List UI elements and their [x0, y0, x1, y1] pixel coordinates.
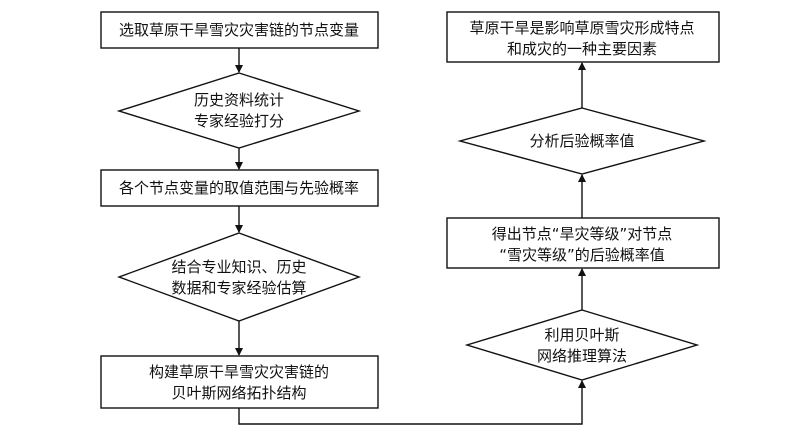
step4-label-line2: 数据和专家经验估算: [171, 279, 306, 297]
step5-label-line2: 贝叶斯网络拓扑结构: [171, 384, 306, 402]
box-select-node-variables: [100, 11, 379, 49]
step8-label: 分析后验概率值: [529, 132, 634, 150]
step2-label-line1: 历史资料统计: [194, 91, 284, 109]
diamond-knowledge-estimation: [116, 232, 362, 322]
step6-label-line2: 网络推理算法: [537, 347, 627, 365]
step6-label-line1: 利用贝叶斯: [544, 326, 619, 344]
step1-label: 选取草原干旱雪灾灾害链的节点变量: [119, 21, 359, 39]
step5-label-line1: 构建草原干旱雪灾灾害链的: [149, 363, 329, 381]
box-conclusion-drought-factor: [446, 11, 720, 63]
arrow-5-to-6: [238, 380, 586, 425]
step7-label-line1: 得出节点“旱灾等级”对节点: [492, 225, 673, 243]
step9-label-line2: 和成灾的一种主要因素: [507, 40, 657, 58]
box-value-range-prior-probability: [100, 169, 379, 207]
step4-label-line1: 结合专业知识、历史: [171, 258, 306, 276]
step9-label-line1: 草原干旱是影响草原雪灾形成特点: [469, 19, 694, 37]
box-build-bayesian-network: [100, 355, 379, 409]
step7-label-line2: “雪灾等级”的后验概率值: [499, 246, 665, 264]
diamond-bayesian-inference: [464, 309, 700, 381]
step2-label-line2: 专家经验打分: [194, 112, 284, 130]
box-posterior-probability: [446, 217, 720, 269]
diamond-history-expert-scoring: [116, 72, 362, 149]
step3-label: 各个节点变量的取值范围与先验概率: [119, 179, 359, 197]
